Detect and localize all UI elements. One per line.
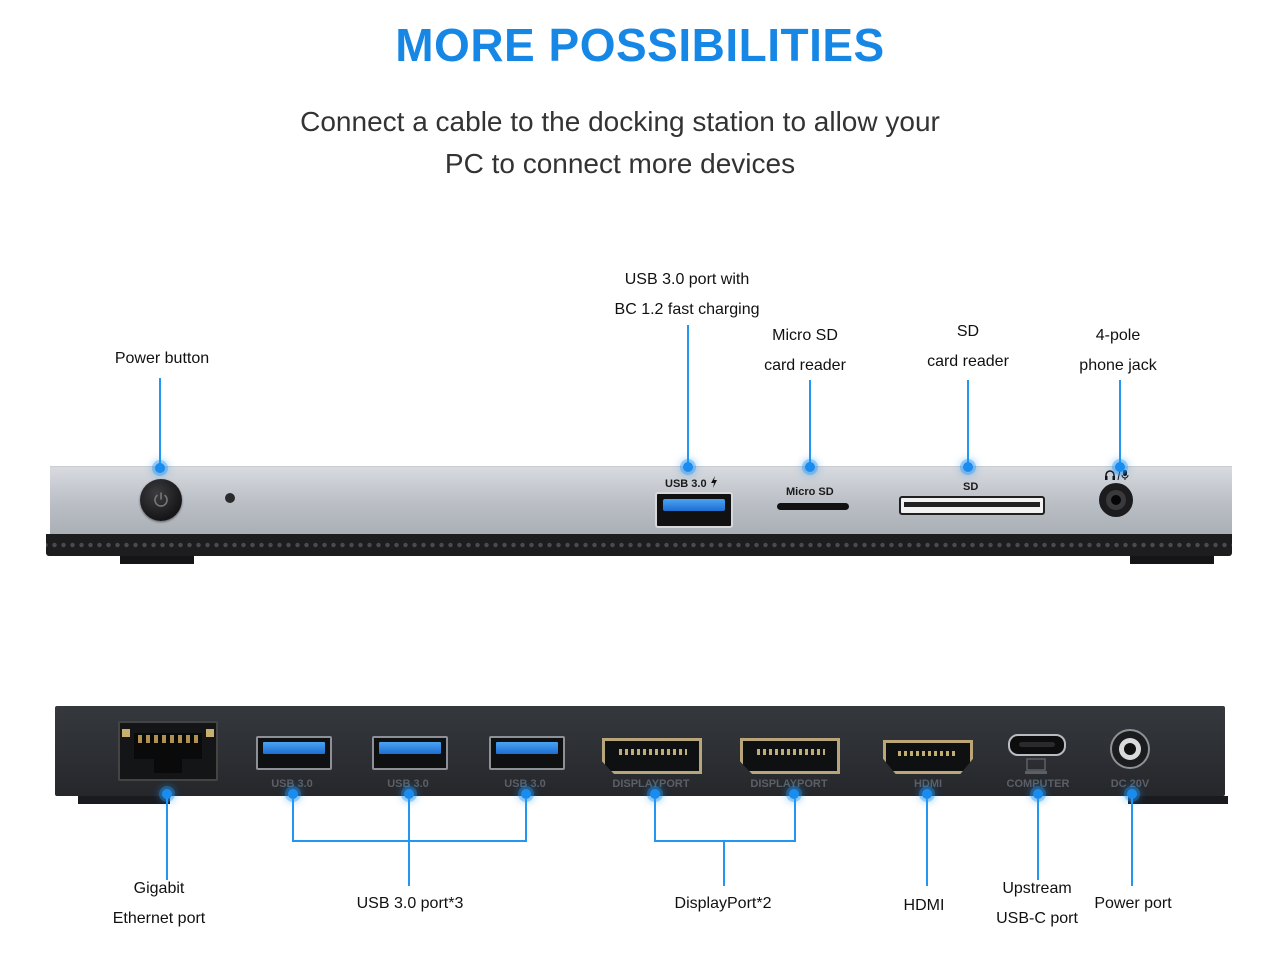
front-foot-left bbox=[120, 556, 194, 564]
callout-line-sd bbox=[967, 380, 969, 466]
label-ethernet-2: Ethernet port bbox=[112, 910, 206, 927]
usb-port-3-label: USB 3.0 bbox=[504, 778, 546, 790]
callout-dot-usb-fast bbox=[683, 462, 693, 472]
subtitle-line-2: PC to connect more devices bbox=[444, 148, 796, 179]
computer-icon bbox=[1025, 758, 1047, 781]
displayport-2 bbox=[740, 738, 840, 774]
displayport-1-label: DISPLAYPORT bbox=[612, 778, 690, 790]
callout-dot-phone-jack bbox=[1115, 462, 1125, 472]
label-displayport: DisplayPort*2 bbox=[674, 895, 772, 912]
label-usb-rear: USB 3.0 port*3 bbox=[356, 895, 464, 912]
callout-line-ethernet bbox=[166, 798, 168, 880]
power-icon bbox=[154, 492, 168, 507]
usb-port-2 bbox=[372, 736, 448, 770]
callout-dot-hdmi bbox=[922, 789, 932, 799]
usb-front-port-label: USB 3.0 bbox=[665, 476, 718, 490]
label-phone-jack-1: 4-pole bbox=[1095, 327, 1141, 344]
usb-port-2-label: USB 3.0 bbox=[387, 778, 429, 790]
displayport-2-label: DISPLAYPORT bbox=[750, 778, 828, 790]
callout-line-usb-2 bbox=[408, 798, 410, 886]
callout-dot-power-port bbox=[1127, 789, 1137, 799]
micro-sd-slot bbox=[777, 503, 849, 510]
callout-line-power bbox=[159, 378, 161, 466]
page-title: MORE POSSIBILITIES bbox=[395, 19, 885, 71]
callout-dot-sd bbox=[963, 462, 973, 472]
dc-port-label: DC 20V bbox=[1110, 778, 1150, 790]
displayport-1 bbox=[602, 738, 702, 774]
front-panel-vent-strip bbox=[46, 534, 1232, 556]
callout-dot-micro-sd bbox=[805, 462, 815, 472]
callout-dot-dp-1 bbox=[650, 789, 660, 799]
callout-line-hdmi bbox=[926, 798, 928, 886]
phone-jack bbox=[1099, 483, 1133, 517]
label-hdmi: HDMI bbox=[903, 897, 945, 914]
label-micro-sd-1: Micro SD bbox=[772, 327, 838, 344]
ethernet-port bbox=[118, 721, 218, 781]
label-ethernet-1: Gigabit bbox=[133, 880, 185, 897]
label-micro-sd-2: card reader bbox=[764, 357, 846, 374]
label-power-button: Power button bbox=[114, 350, 210, 367]
callout-line-usb-3 bbox=[525, 798, 527, 842]
callout-dot-usb-1 bbox=[288, 789, 298, 799]
label-usb-c-1: Upstream bbox=[1002, 880, 1072, 897]
usb-port-1-label: USB 3.0 bbox=[271, 778, 313, 790]
hdmi-port bbox=[883, 740, 973, 774]
callout-line-usb-1 bbox=[292, 798, 294, 842]
micro-sd-port-label: Micro SD bbox=[786, 486, 834, 498]
label-sd-2: card reader bbox=[927, 353, 1009, 370]
callout-line-dp-center bbox=[723, 842, 725, 886]
label-power-port: Power port bbox=[1094, 895, 1172, 912]
dc-power-jack bbox=[1110, 729, 1150, 769]
sd-port-label: SD bbox=[963, 481, 979, 493]
callout-dot-power bbox=[155, 463, 165, 473]
callout-line-power-port bbox=[1131, 798, 1133, 886]
callout-dot-dp-2 bbox=[789, 789, 799, 799]
label-usb-c-2: USB-C port bbox=[996, 910, 1078, 927]
label-usb-fast-2: BC 1.2 fast charging bbox=[614, 301, 760, 318]
callout-line-usb-c bbox=[1037, 798, 1039, 880]
usb-port-3 bbox=[489, 736, 565, 770]
callout-line-phone-jack bbox=[1119, 380, 1121, 466]
subtitle-line-1: Connect a cable to the docking station t… bbox=[300, 106, 940, 137]
callout-line-dp-2 bbox=[794, 798, 796, 842]
label-phone-jack-2: phone jack bbox=[1079, 357, 1157, 374]
rear-foot-right bbox=[1128, 796, 1228, 804]
label-usb-fast-1: USB 3.0 port with bbox=[624, 271, 750, 288]
usb-port-1 bbox=[256, 736, 332, 770]
power-led bbox=[225, 493, 235, 503]
callout-bracket-dp bbox=[654, 840, 796, 842]
callout-dot-usb-3 bbox=[521, 789, 531, 799]
usb-c-upstream-port bbox=[1008, 734, 1066, 756]
label-sd-1: SD bbox=[956, 323, 980, 340]
front-foot-right bbox=[1130, 556, 1214, 564]
lightning-icon bbox=[710, 476, 717, 488]
sd-slot bbox=[899, 496, 1045, 515]
callout-dot-usb-2 bbox=[404, 789, 414, 799]
callout-line-dp-1 bbox=[654, 798, 656, 842]
power-button[interactable] bbox=[140, 479, 182, 521]
usb-fast-charging-port bbox=[655, 492, 733, 528]
callout-line-usb-fast bbox=[687, 325, 689, 465]
computer-port-label: COMPUTER bbox=[1006, 778, 1070, 790]
callout-dot-ethernet bbox=[162, 789, 172, 799]
callout-dot-usb-c bbox=[1033, 789, 1043, 799]
hdmi-port-label: HDMI bbox=[913, 778, 943, 790]
rear-foot-left bbox=[78, 796, 170, 804]
callout-line-micro-sd bbox=[809, 380, 811, 466]
